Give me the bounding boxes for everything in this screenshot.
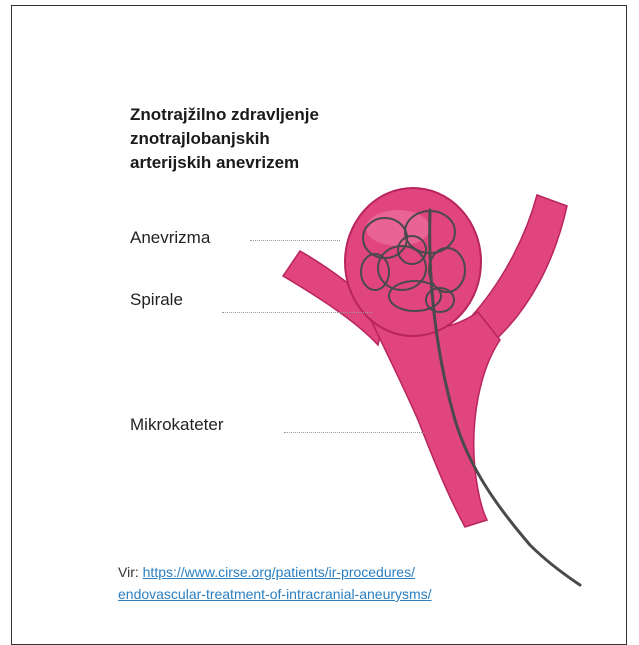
leader-line-aneurysm [250,240,340,241]
source-link-line-1[interactable]: https://www.cirse.org/patients/ir-proced… [143,564,415,580]
label-aneurysm: Anevrizma [130,228,210,248]
source-citation: Vir: https://www.cirse.org/patients/ir-p… [118,561,432,605]
leader-line-coils [222,312,372,313]
leader-line-microcatheter [284,432,424,433]
label-coils: Spirale [130,290,183,310]
source-prefix: Vir: [118,564,139,580]
aneurysm-sac [345,188,481,336]
aneurysm-highlight [366,210,430,246]
source-link-line-2[interactable]: endovascular-treatment-of-intracranial-a… [118,586,432,602]
label-microcatheter: Mikrokateter [130,415,224,435]
main-vessel-trunk [370,312,500,527]
